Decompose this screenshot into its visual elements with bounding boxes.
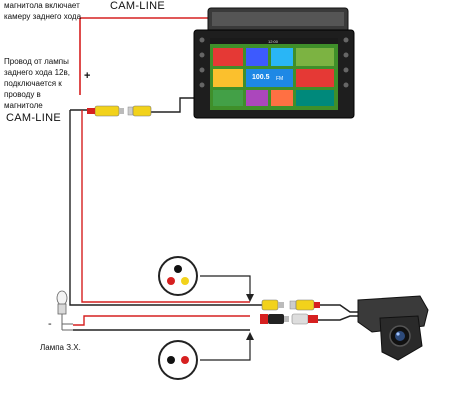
plus-sign: + bbox=[84, 70, 91, 82]
rca-plug-male bbox=[87, 105, 124, 117]
black-video-wire bbox=[69, 110, 262, 306]
cam-line-top-label: CAM-LINE bbox=[110, 0, 165, 12]
rca-plug-female bbox=[127, 105, 152, 117]
camera-rca-pair bbox=[261, 299, 320, 311]
arrow-head-bottom bbox=[246, 332, 254, 340]
lamp-red-wire bbox=[73, 315, 250, 326]
arrow-line-bottom bbox=[200, 336, 251, 361]
rear-camera bbox=[357, 295, 429, 361]
connector-legend-video bbox=[158, 256, 198, 296]
top-note: магнитола включает камеру заднего хода bbox=[4, 1, 82, 21]
head-unit-radio-freq: 100.5 bbox=[252, 74, 270, 81]
head-unit bbox=[193, 7, 355, 119]
arrow-line-top bbox=[200, 275, 251, 298]
cam-line-left-label: CAM-LINE bbox=[6, 112, 61, 124]
minus-sign: - bbox=[48, 318, 52, 330]
red-trigger-wire bbox=[79, 14, 211, 95]
lamp-label: Лампа З.Х. bbox=[40, 343, 81, 352]
reverse-lamp bbox=[56, 290, 73, 331]
red-lamp-wire bbox=[81, 110, 250, 303]
connector-legend-power bbox=[158, 340, 198, 380]
arrow-head-top bbox=[246, 294, 254, 302]
wire-note: Провод от лампы заднего хода 12в, подклю… bbox=[4, 57, 70, 110]
camera-cable-2 bbox=[318, 315, 358, 321]
camera-cable-1 bbox=[320, 304, 358, 313]
camera-power-pair bbox=[260, 313, 318, 325]
head-unit-clock: 12:00 bbox=[268, 39, 279, 44]
head-unit-radio-unit: FM bbox=[276, 76, 284, 82]
